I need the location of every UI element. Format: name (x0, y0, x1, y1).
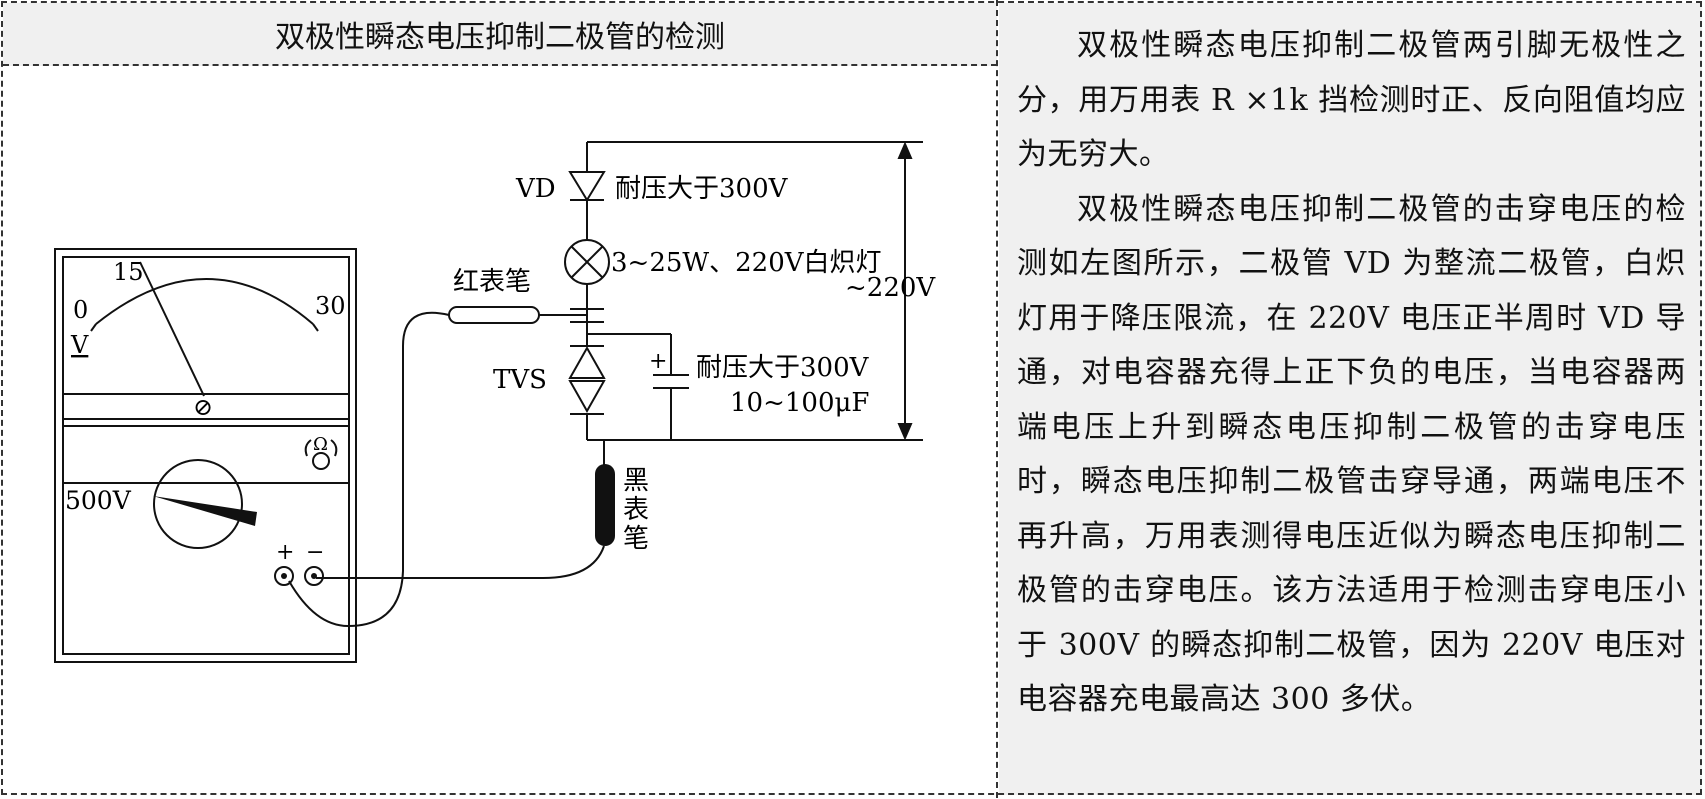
circuit-diagram: 15 0 30 V ⊘ Ω 500V + − VD 耐压大于300V 3~25W… (54, 141, 936, 663)
range-label-500v: 500V (65, 486, 132, 515)
range-selector-pointer (153, 496, 257, 526)
red-probe-label: 红表笔 (453, 267, 531, 297)
scale-label-15: 15 (113, 258, 144, 286)
zero-adjust-icon: ⊘ (193, 393, 213, 421)
black-probe-label-3: 笔 (623, 524, 649, 554)
description-paragraph: 双极性瞬态电压抑制二极管的击穿电压的检测如左图所示，二极管 VD 为整流二极管，… (1017, 191, 1686, 718)
terminal-plus-dot (281, 573, 287, 579)
supply-arrow-head-bottom (897, 423, 913, 441)
tvs-lower-triangle (568, 380, 606, 414)
terminal-minus-dot (311, 573, 317, 579)
lamp-label: 3~25W、220V白炽灯 (611, 248, 882, 278)
capacitor-plus-label: + (649, 349, 667, 374)
ohm-arrow-right (330, 439, 338, 457)
meter-unit-label: V (70, 331, 89, 359)
diagram-title: 双极性瞬态电压抑制二极管的检测 (3, 3, 997, 66)
tvs-upper-triangle (568, 345, 606, 379)
ohm-adjust-icon (312, 452, 330, 470)
supply-arrow-head-top (897, 141, 913, 159)
capacitor-value-label: 10~100μF (730, 388, 869, 418)
terminal-plus-label: + (276, 540, 294, 565)
description-paragraph: 双极性瞬态电压抑制二极管两引脚无极性之分，用万用表 R ×1k 挡检测时正、反向… (1017, 28, 1686, 172)
multimeter-switch-panel (62, 425, 350, 655)
black-probe-lead (316, 545, 605, 579)
ohm-icon: Ω (313, 434, 328, 455)
black-probe-label-2: 表 (623, 495, 649, 525)
supply-voltage-label: ~220V (845, 273, 936, 303)
tvs-label: TVS (493, 365, 547, 395)
meter-needle (139, 261, 205, 397)
terminal-minus-jack (304, 566, 324, 586)
scale-label-30: 30 (315, 292, 346, 320)
terminal-plus-jack (274, 566, 294, 586)
circuit-diagram-area: 15 0 30 V ⊘ Ω 500V + − VD 耐压大于300V 3~25W… (3, 66, 997, 795)
panel-divider (996, 0, 998, 798)
diagram-title-text: 双极性瞬态电压抑制二极管的检测 (275, 19, 725, 55)
scale-label-0: 0 (73, 296, 88, 324)
scale-tick-right (312, 323, 319, 332)
vd-rating-label: 耐压大于300V (615, 174, 789, 204)
capacitor-rating-label: 耐压大于300V (696, 353, 870, 383)
multimeter-body (54, 248, 357, 663)
black-probe-label-1: 黑 (623, 466, 649, 496)
vd-diode-symbol (568, 171, 606, 202)
red-probe-lead (288, 311, 450, 628)
red-probe (448, 306, 540, 324)
vd-label: VD (515, 174, 556, 204)
black-probe (595, 464, 615, 546)
range-selector-knob (153, 459, 243, 549)
ohm-arrow-left (304, 439, 312, 457)
lamp-cross-2 (570, 245, 604, 279)
meter-scale-arc (95, 278, 314, 325)
description-panel: 双极性瞬态电压抑制二极管两引脚无极性之分，用万用表 R ×1k 挡检测时正、反向… (999, 3, 1702, 795)
multimeter-dial-window (62, 256, 350, 484)
scale-tick-left (90, 323, 97, 332)
terminal-minus-label: − (306, 540, 324, 565)
